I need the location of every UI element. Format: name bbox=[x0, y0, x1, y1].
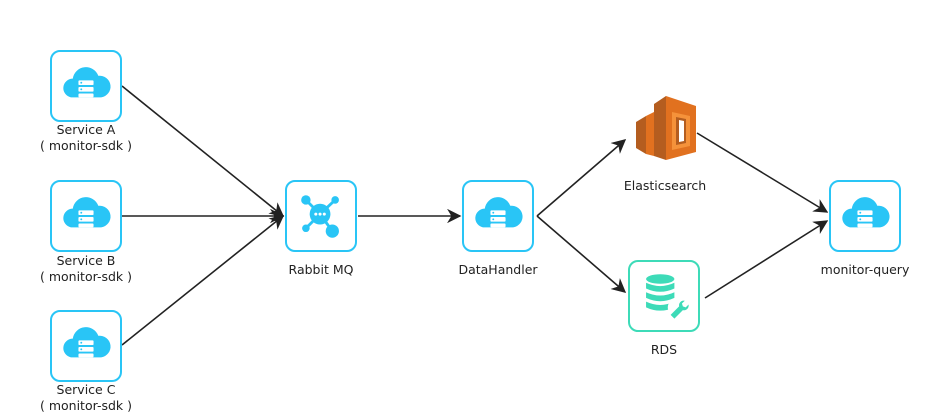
edge-service-c-to-rabbit-mq bbox=[121, 215, 285, 346]
node-rds[interactable] bbox=[628, 260, 700, 332]
cloud-server-icon bbox=[842, 197, 890, 228]
cloud-server-icon bbox=[63, 67, 111, 98]
node-service-a[interactable] bbox=[50, 50, 122, 122]
node-monitor-query[interactable] bbox=[829, 180, 901, 252]
node-datahandler[interactable] bbox=[462, 180, 534, 252]
edge-rds-to-monitor-query bbox=[704, 220, 829, 299]
cloud-server-icon bbox=[63, 327, 111, 358]
node-rds-label: RDS bbox=[650, 342, 678, 357]
node-service-c-label: Service C ( monitor-sdk ) bbox=[26, 382, 146, 414]
service-b-name: Service B bbox=[56, 253, 116, 268]
node-datahandler-label: DataHandler bbox=[458, 262, 538, 277]
node-service-c[interactable] bbox=[50, 310, 122, 382]
elasticsearch-icon[interactable] bbox=[632, 96, 696, 160]
cloud-server-icon bbox=[63, 197, 111, 228]
edge-datahandler-to-rds bbox=[536, 215, 627, 293]
node-rabbit-mq-label: Rabbit MQ bbox=[288, 262, 354, 277]
service-c-name: Service C bbox=[56, 382, 116, 397]
database-wrench-icon bbox=[646, 274, 689, 319]
message-queue-icon bbox=[301, 195, 339, 238]
node-monitor-query-label: monitor-query bbox=[820, 262, 910, 277]
cloud-server-icon bbox=[475, 197, 523, 228]
service-c-sublabel: ( monitor-sdk ) bbox=[39, 398, 132, 413]
edge-datahandler-to-elasticsearch bbox=[536, 139, 627, 217]
service-b-sublabel: ( monitor-sdk ) bbox=[39, 269, 132, 284]
node-service-b-label: Service B ( monitor-sdk ) bbox=[26, 253, 146, 285]
edge-elasticsearch-to-monitor-query bbox=[696, 132, 829, 213]
node-service-a-label: Service A ( monitor-sdk ) bbox=[26, 122, 146, 154]
service-a-name: Service A bbox=[56, 122, 116, 137]
node-rabbit-mq[interactable] bbox=[285, 180, 357, 252]
node-service-b[interactable] bbox=[50, 180, 122, 252]
node-elasticsearch-label: Elasticsearch bbox=[623, 178, 707, 193]
edge-service-a-to-rabbit-mq bbox=[121, 85, 285, 217]
service-a-sublabel: ( monitor-sdk ) bbox=[39, 138, 132, 153]
